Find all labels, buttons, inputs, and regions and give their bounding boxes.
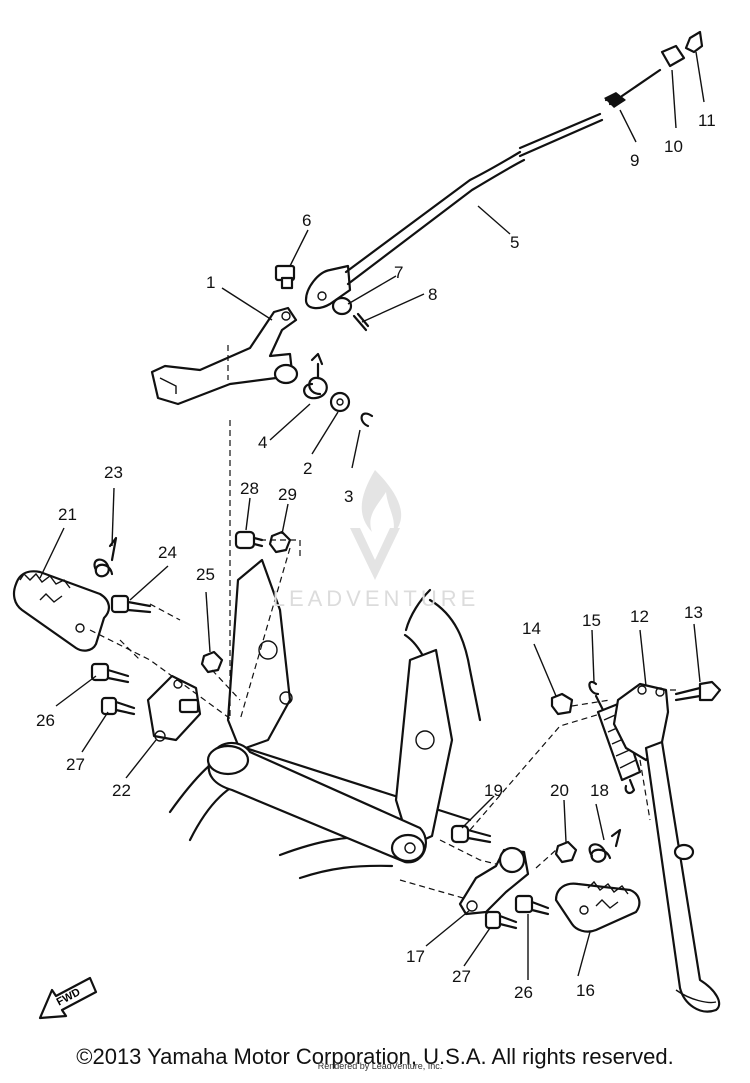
callout-20: 20 xyxy=(550,781,569,800)
callout-27-right: 27 xyxy=(452,967,471,986)
callout-22: 22 xyxy=(112,781,131,800)
callout-14: 14 xyxy=(522,619,541,638)
footrest-right xyxy=(554,880,641,933)
callout-4: 4 xyxy=(258,433,267,452)
pin-24 xyxy=(110,594,152,614)
bolt-19 xyxy=(450,824,492,844)
callout-24: 24 xyxy=(158,543,177,562)
callout-2: 2 xyxy=(303,459,312,478)
callout-6: 6 xyxy=(302,211,311,230)
bolt-28 xyxy=(234,530,264,550)
rendered-by-notice: Rendered by LeadVenture, Inc. xyxy=(317,1061,443,1071)
callout-23: 23 xyxy=(104,463,123,482)
rod-spring xyxy=(604,68,662,108)
pedal-spring xyxy=(303,352,328,400)
wing-nut xyxy=(684,30,704,54)
callout-15: 15 xyxy=(582,611,601,630)
callout-25: 25 xyxy=(196,565,215,584)
callout-28: 28 xyxy=(240,479,259,498)
leader-lines xyxy=(39,51,705,980)
callout-7: 7 xyxy=(394,263,403,282)
nut-25 xyxy=(200,650,224,674)
bolt-6 xyxy=(274,264,296,290)
spring-15 xyxy=(588,681,642,795)
callout-11: 11 xyxy=(698,111,716,130)
callout-numbers: 1 2 3 4 5 6 7 8 9 10 11 12 13 14 15 16 1… xyxy=(36,111,716,1002)
bolt-27-left xyxy=(100,696,136,716)
copyright-notice: ©2013 Yamaha Motor Corporation, U.S.A. A… xyxy=(76,1044,674,1069)
callout-9: 9 xyxy=(630,151,639,170)
callout-26-right: 26 xyxy=(514,983,533,1002)
spring-23 xyxy=(93,536,118,578)
nut-29 xyxy=(268,530,292,554)
brake-rod xyxy=(304,112,604,310)
callout-8: 8 xyxy=(428,285,437,304)
spring-18 xyxy=(588,828,622,863)
callout-27-left: 27 xyxy=(66,755,85,774)
callout-21: 21 xyxy=(58,505,77,524)
callout-26-left: 26 xyxy=(36,711,55,730)
fwd-arrow-icon: FWD xyxy=(38,976,98,1020)
callout-19: 19 xyxy=(484,781,503,800)
cotter-pin xyxy=(352,312,370,332)
callout-29: 29 xyxy=(278,485,297,504)
bolt-26-left xyxy=(90,662,130,684)
callout-12: 12 xyxy=(630,607,649,626)
sidestand xyxy=(612,682,721,1013)
bracket-22 xyxy=(146,674,202,742)
callout-17: 17 xyxy=(406,947,425,966)
washer-7 xyxy=(331,296,353,316)
frame xyxy=(168,558,482,880)
watermark-logo xyxy=(350,470,402,580)
nut-20 xyxy=(554,840,578,864)
watermark-text: LEADVENTURE xyxy=(272,586,480,611)
circlip xyxy=(360,412,374,428)
callout-18: 18 xyxy=(590,781,609,800)
callout-3: 3 xyxy=(344,487,353,506)
callout-13: 13 xyxy=(684,603,703,622)
callout-1: 1 xyxy=(206,273,215,292)
joint xyxy=(660,44,686,68)
brake-pedal xyxy=(150,306,299,406)
bracket-17 xyxy=(458,846,530,916)
callout-5: 5 xyxy=(510,233,519,252)
callout-16: 16 xyxy=(576,981,595,1000)
nut-14 xyxy=(550,692,574,716)
bolt-27-right xyxy=(484,910,518,930)
washer xyxy=(329,391,351,413)
callout-10: 10 xyxy=(664,137,683,156)
bolt-26-right xyxy=(514,894,550,916)
footrest-left xyxy=(12,570,110,652)
bolt-13 xyxy=(674,680,722,702)
